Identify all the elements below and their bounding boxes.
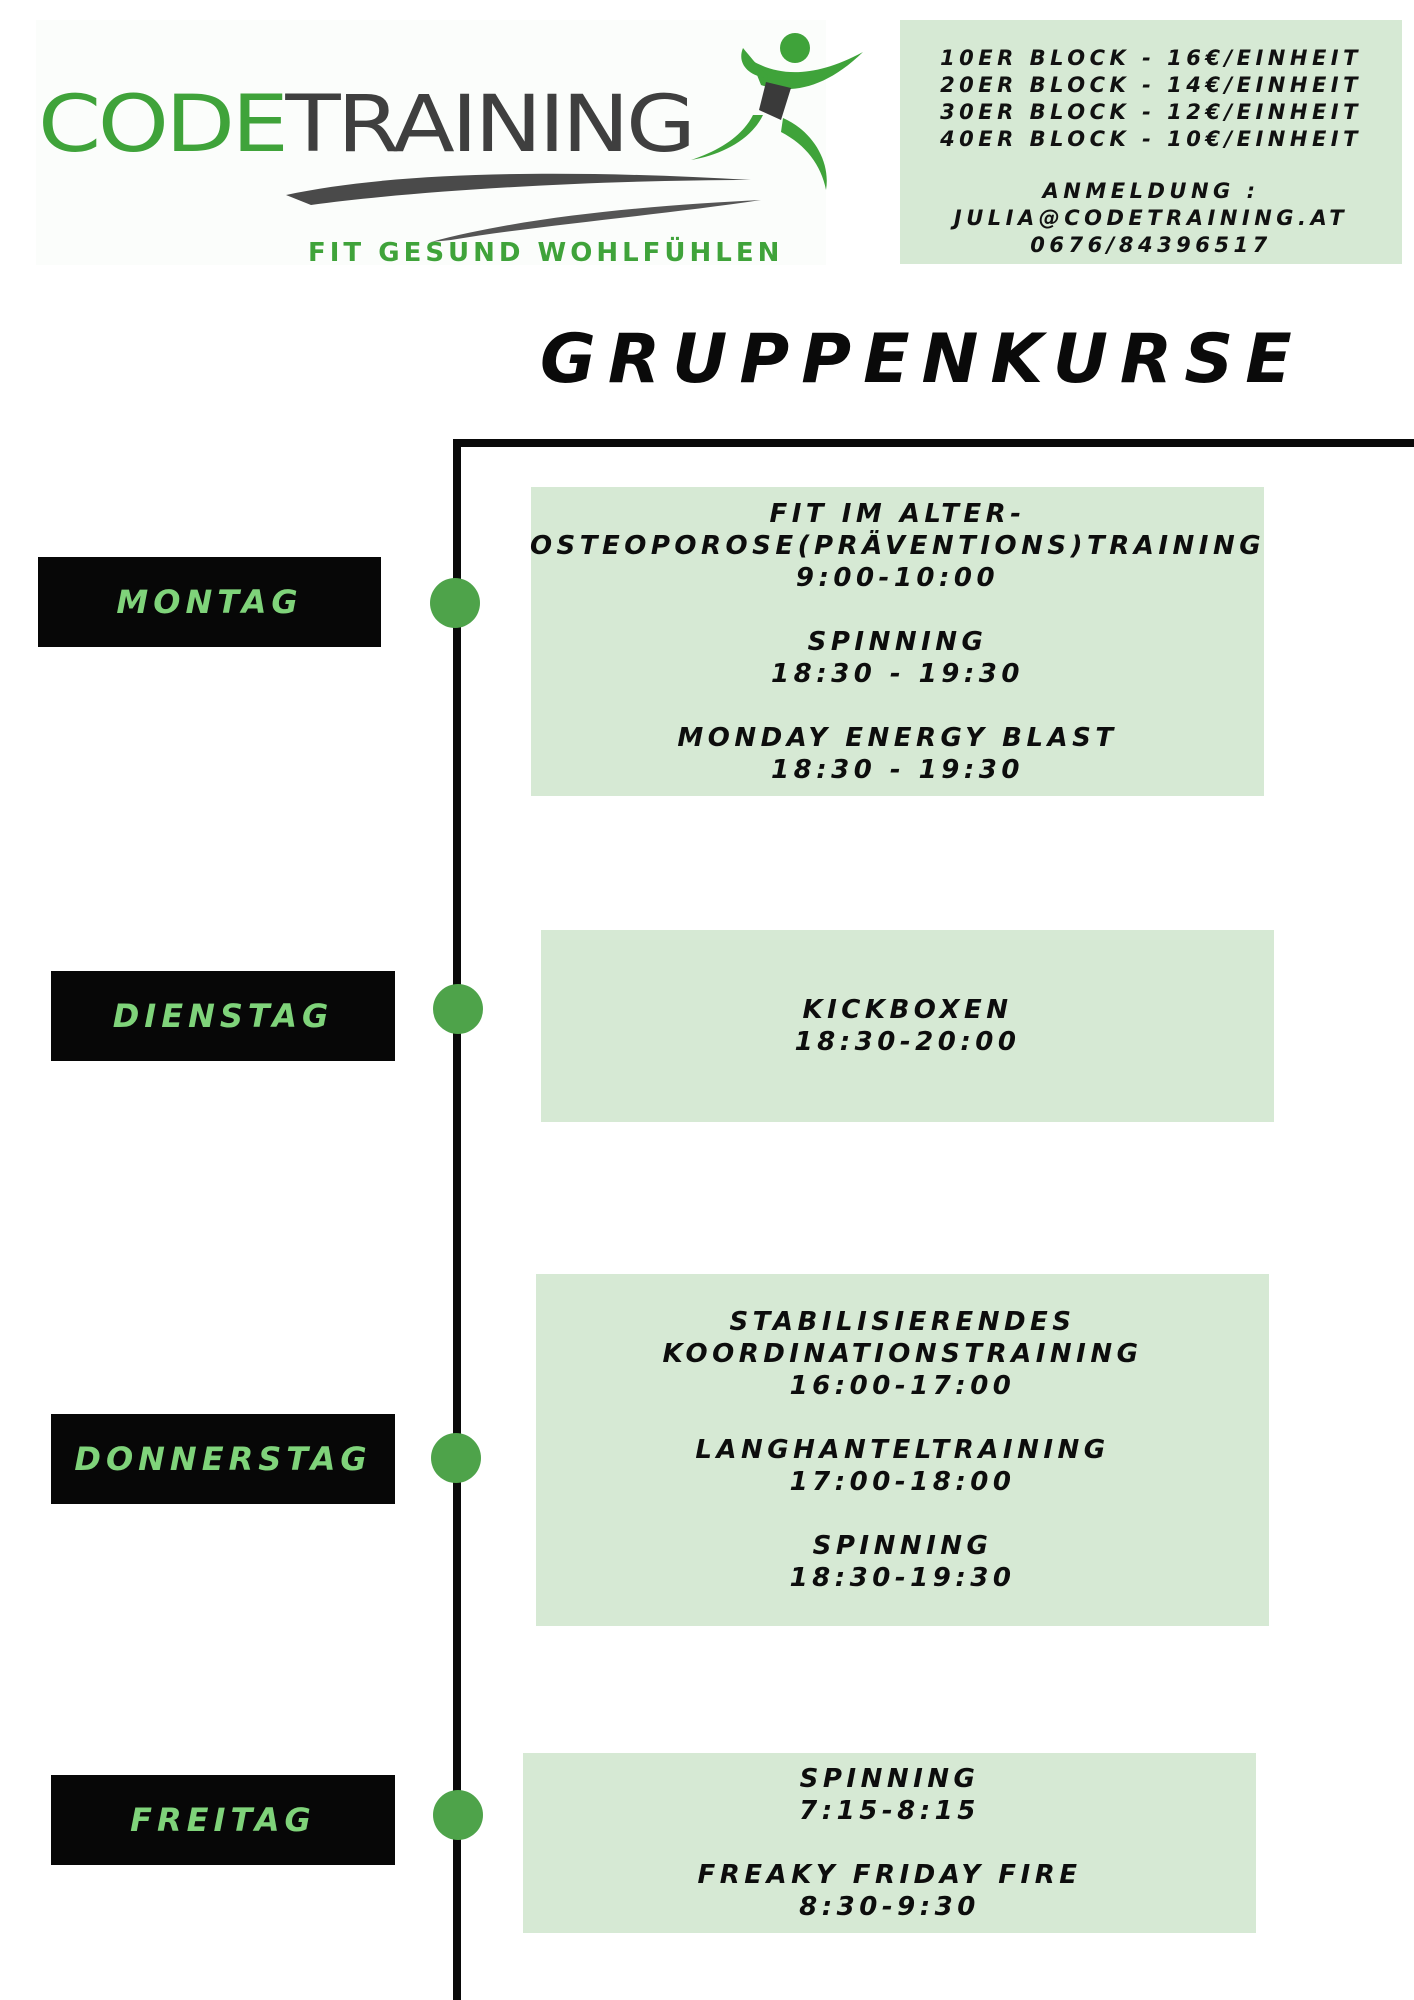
day-label-montag: MONTAG [38,557,381,647]
session-time: 18:30 - 19:30 [771,754,1024,785]
signup-label: ANMELDUNG : [1042,179,1260,203]
logo-text-code: CODE [38,80,289,170]
day-label-freitag: FREITAG [51,1775,395,1865]
session-card: FIT IM ALTER- OSTEOPOROSE(PRÄVENTIONS)TR… [530,498,1265,594]
spacer [900,153,1402,178]
session-card: LANGHANTELTRAINING 17:00-18:00 [695,1434,1109,1498]
day-card-montag: FIT IM ALTER- OSTEOPOROSE(PRÄVENTIONS)TR… [530,487,1265,796]
price-block-20: 20ER BLOCK - 14€/EINHEIT [940,73,1362,97]
session-time: 17:00-18:00 [789,1467,1016,1497]
page-title: GRUPPENKURSE [540,320,1304,399]
session-title: KOORDINATIONSTRAINING [662,1339,1143,1369]
logo-text-training: TRAINING [285,80,696,170]
logo-swoosh-icon [286,173,761,242]
session-title: LANGHANTELTRAINING [695,1435,1110,1465]
brand-tagline: FIT GESUND WOHLFÜHLEN [308,238,784,268]
pricing-info-box: 10ER BLOCK - 16€/EINHEIT 20ER BLOCK - 14… [900,20,1402,264]
day-label-donnerstag: DONNERSTAG [51,1414,395,1504]
price-block-40: 40ER BLOCK - 10€/EINHEIT [940,127,1362,151]
day-card-dienstag: KICKBOXEN 18:30-20:00 [541,930,1274,1122]
session-title: OSTEOPOROSE(PRÄVENTIONS)TRAINING [529,530,1266,561]
day-card-donnerstag: STABILISIERENDES KOORDINATIONSTRAINING 1… [536,1274,1269,1626]
timeline-dot-dienstag [433,984,483,1034]
price-block-10: 10ER BLOCK - 16€/EINHEIT [940,46,1362,70]
session-card: FREAKY FRIDAY FIRE 8:30-9:30 [698,1859,1082,1923]
day-card-freitag: SPINNING 7:15-8:15 FREAKY FRIDAY FIRE 8:… [523,1753,1256,1933]
session-title: SPINNING [807,626,988,657]
timeline-dot-donnerstag [431,1433,481,1483]
session-time: 18:30-19:30 [789,1563,1016,1593]
signup-phone: 0676/84396517 [1030,233,1272,257]
timeline-top-line [453,439,1414,447]
signup-email: JULIA@CODETRAINING.AT [953,206,1349,230]
session-title: MONDAY ENERGY BLAST [677,722,1118,753]
session-card: SPINNING 7:15-8:15 [799,1763,980,1827]
session-time: 18:30 - 19:30 [771,658,1024,689]
session-title: FIT IM ALTER- [769,498,1026,529]
session-time: 8:30-9:30 [799,1892,980,1922]
session-card: SPINNING 18:30 - 19:30 [771,626,1024,690]
session-time: 9:00-10:00 [795,562,1000,593]
logo: CODETRAINING FIT GESUND WOHLFÜHLEN [36,20,863,268]
timeline-dot-freitag [433,1790,483,1840]
runner-figure-icon [691,33,863,190]
session-time: 16:00-17:00 [789,1371,1016,1401]
session-title: SPINNING [799,1764,980,1794]
session-card: MONDAY ENERGY BLAST 18:30 - 19:30 [677,722,1117,786]
session-time: 18:30-20:00 [794,1027,1021,1057]
session-time: 7:15-8:15 [799,1796,980,1826]
session-title: FREAKY FRIDAY FIRE [697,1860,1082,1890]
session-title: STABILISIERENDES [729,1307,1076,1337]
session-card: KICKBOXEN 18:30-20:00 [795,994,1021,1058]
session-title: KICKBOXEN [802,995,1013,1025]
session-title: SPINNING [812,1531,993,1561]
timeline-vertical-line [453,439,461,2000]
session-card: STABILISIERENDES KOORDINATIONSTRAINING 1… [663,1306,1143,1402]
session-card: SPINNING 18:30-19:30 [790,1530,1016,1594]
day-label-dienstag: DIENSTAG [51,971,395,1061]
price-block-30: 30ER BLOCK - 12€/EINHEIT [940,100,1362,124]
logo-wordmark: CODETRAINING [38,80,696,170]
timeline-dot-montag [430,578,480,628]
